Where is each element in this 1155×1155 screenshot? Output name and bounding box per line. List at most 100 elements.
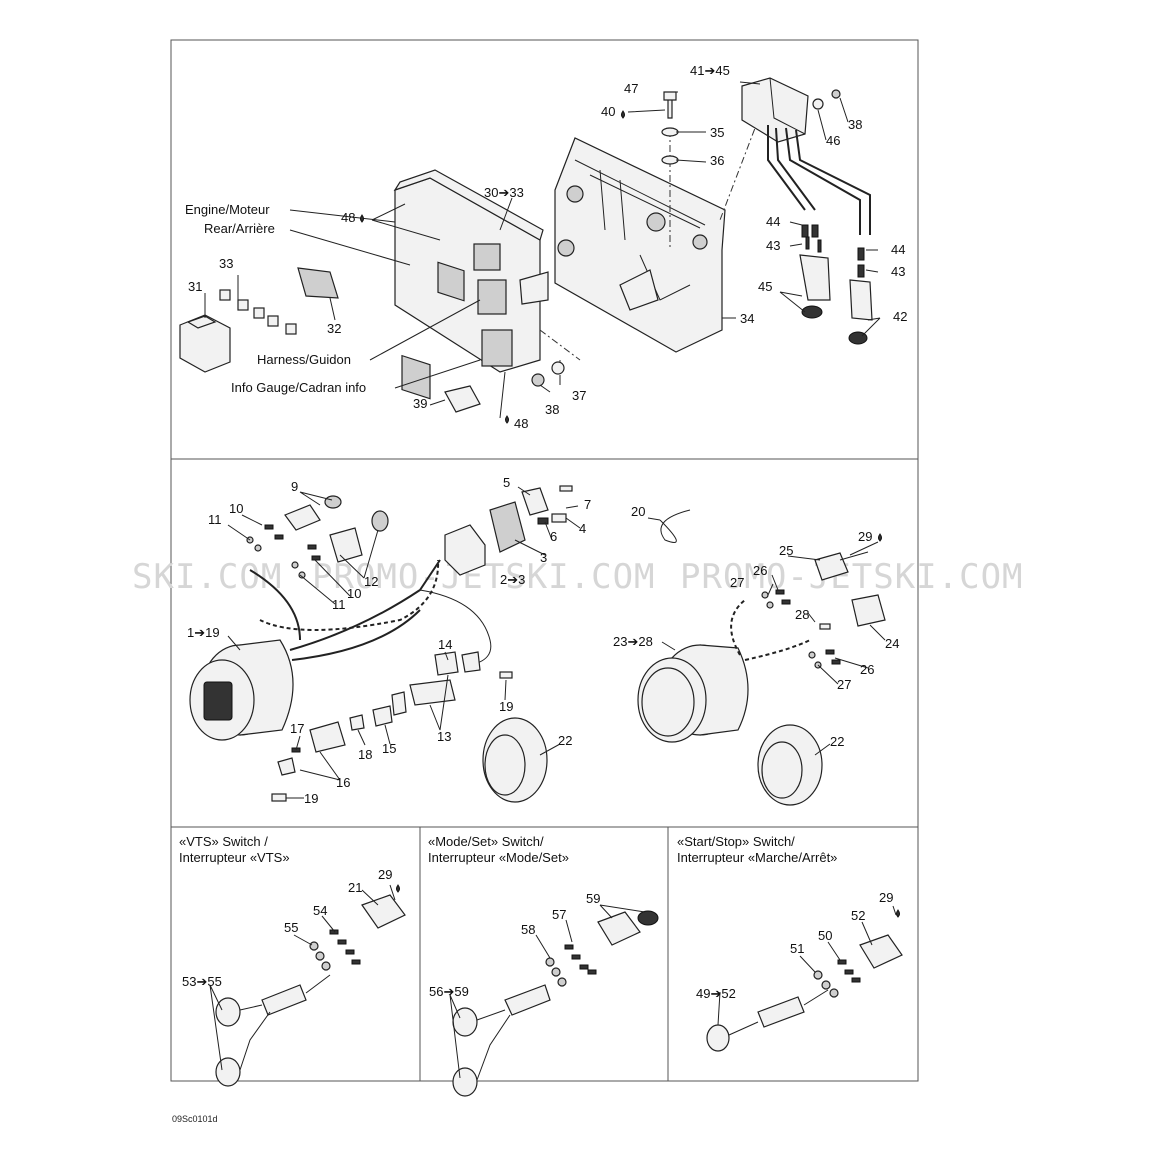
callout-44: 44 <box>891 242 905 257</box>
ring-nut-inner <box>761 741 803 799</box>
callout-4: 4 <box>579 521 586 536</box>
speed-gauge-dial <box>641 667 695 737</box>
ecm-connector-socket <box>477 279 507 315</box>
callout-38: 38 <box>848 117 862 132</box>
speed-gauge-housing <box>699 644 749 736</box>
watermark-text: SKI.COM <box>132 557 282 597</box>
callout-52: 52 <box>851 908 865 923</box>
washer <box>661 127 679 137</box>
callout-41-45: 41➔45 <box>690 63 730 78</box>
droplet-icon <box>505 415 509 424</box>
block-edge <box>769 77 806 135</box>
harness-wires <box>767 125 871 235</box>
callout-44: 44 <box>766 214 780 229</box>
droplet-icon <box>360 214 364 223</box>
callout-26: 26 <box>860 662 874 677</box>
callout-32: 32 <box>327 321 341 336</box>
switch-button <box>215 997 241 1027</box>
callout-43: 43 <box>766 238 780 253</box>
connector <box>409 679 456 706</box>
connector <box>814 552 849 581</box>
startstop-switch-panel: «Start/Stop» Switch/ Interrupteur «March… <box>677 834 903 1052</box>
connector <box>329 527 363 563</box>
callout-leaders <box>209 884 396 1071</box>
switch-wire <box>239 974 331 1071</box>
callout-27: 27 <box>730 575 744 590</box>
callout-29: 29 <box>879 890 893 905</box>
connector-seal <box>489 501 526 553</box>
callout-7: 7 <box>584 497 591 512</box>
callout-57: 57 <box>552 907 566 922</box>
panel-title: Interrupteur «VTS» <box>179 850 290 865</box>
terminal-clip <box>551 513 567 523</box>
callout-9: 9 <box>291 479 298 494</box>
bracket-clip <box>619 269 659 311</box>
switch-connector <box>361 894 406 929</box>
callout-29: 29 <box>858 529 872 544</box>
switch-button <box>215 1057 241 1087</box>
callout-24: 24 <box>885 636 899 651</box>
info-gauge-display <box>203 681 233 721</box>
connector-housing <box>849 279 873 321</box>
harness-sheath <box>259 559 440 631</box>
terminal-lock <box>372 705 393 727</box>
pin <box>271 793 287 802</box>
callout-54: 54 <box>313 903 327 918</box>
label-harness: Harness/Guidon <box>257 352 351 367</box>
callout-20: 20 <box>631 504 645 519</box>
callout-27: 27 <box>837 677 851 692</box>
callout-58: 58 <box>521 922 535 937</box>
callout-46: 46 <box>826 133 840 148</box>
callout-31: 31 <box>188 279 202 294</box>
seal <box>324 495 342 509</box>
callout-37: 37 <box>572 388 586 403</box>
ring-nut-inner <box>484 734 526 796</box>
callout-45: 45 <box>758 279 772 294</box>
callout-34: 34 <box>740 311 754 326</box>
ecm-side-tab <box>519 271 549 305</box>
callout-39: 39 <box>413 396 427 411</box>
ecm-connector-socket <box>481 329 513 367</box>
cover <box>297 267 339 299</box>
washer <box>812 98 824 110</box>
cable-tie <box>659 509 691 543</box>
callout-48: 48 <box>514 416 528 431</box>
label-rear: Rear/Arrière <box>204 221 275 236</box>
gauge-harness-branch <box>419 589 492 666</box>
info-gauge-connector <box>444 385 481 413</box>
gauge-harness <box>249 559 441 661</box>
assembly-line <box>539 114 761 372</box>
callout-leaders <box>717 905 897 1026</box>
droplet-icon <box>396 884 400 893</box>
seal <box>391 691 407 716</box>
callout-53-55: 53➔55 <box>182 974 222 989</box>
seal <box>637 910 659 926</box>
callout-29: 29 <box>378 867 392 882</box>
callout-28: 28 <box>795 607 809 622</box>
callout-15: 15 <box>382 741 396 756</box>
callout-21: 21 <box>348 880 362 895</box>
switch-cable-sleeve <box>504 984 551 1016</box>
callout-3: 3 <box>540 550 547 565</box>
callout-22: 22 <box>558 733 572 748</box>
nut <box>831 89 841 99</box>
droplet-icon <box>896 909 900 918</box>
fuse <box>253 307 265 319</box>
callout-leaders <box>204 81 881 419</box>
callout-48: 48 <box>341 210 355 225</box>
bracket-grommet <box>646 212 666 232</box>
callout-13: 13 <box>437 729 451 744</box>
label-info-gauge: Info Gauge/Cadran info <box>231 380 366 395</box>
panel-title: «Start/Stop» Switch/ <box>677 834 795 849</box>
terminal-lock <box>521 487 549 516</box>
callout-2-3: 2➔3 <box>500 572 525 587</box>
callout-25: 25 <box>779 543 793 558</box>
bracket-grommet <box>557 239 575 257</box>
pin <box>559 485 573 492</box>
switch-button <box>452 1067 478 1097</box>
fuse <box>237 299 249 311</box>
label-engine: Engine/Moteur <box>185 202 270 217</box>
callout-10: 10 <box>229 501 243 516</box>
terminal-set <box>801 224 865 278</box>
vts-switch-panel: «VTS» Switch / Interrupteur «VTS» 29 21 … <box>179 834 406 1087</box>
